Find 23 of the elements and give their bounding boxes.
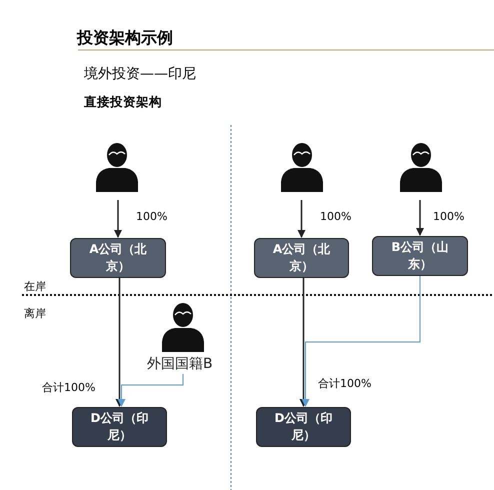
company-box: D公司（印尼） — [256, 407, 351, 447]
subtitle: 境外投资——印尼 — [84, 65, 196, 83]
edge-label: 合计100% — [318, 376, 372, 391]
arrow — [300, 278, 308, 407]
arrow — [302, 276, 420, 407]
company-box: D公司（印尼） — [72, 407, 167, 447]
edge-label: 合计100% — [42, 380, 96, 395]
company-box: A公司（北京） — [70, 238, 166, 278]
person-label: 外国国籍B — [147, 355, 213, 373]
edge-label: 100% — [320, 210, 352, 223]
region-label: 在岸 — [24, 279, 46, 294]
arrow — [116, 278, 124, 407]
arrow — [298, 200, 306, 238]
edge-label: 100% — [433, 210, 464, 223]
region-label: 离岸 — [24, 306, 46, 321]
company-box: A公司（北京） — [254, 238, 349, 278]
arrow — [114, 200, 122, 238]
company-box: B公司（山东） — [372, 236, 468, 276]
title: 投资架构示例 — [77, 28, 173, 49]
arrow — [416, 200, 424, 236]
heading: 直接投资架构 — [84, 94, 162, 111]
arrow — [118, 374, 184, 407]
edge-label: 100% — [136, 210, 168, 223]
